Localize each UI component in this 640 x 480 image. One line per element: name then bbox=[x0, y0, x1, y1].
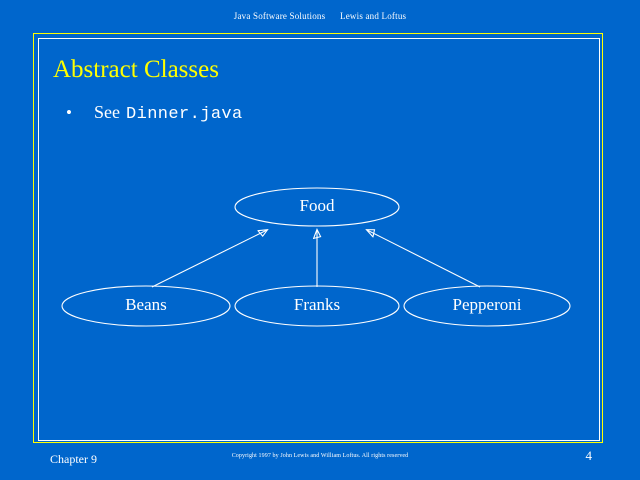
inner-frame-border bbox=[38, 38, 600, 441]
node-label-food: Food bbox=[299, 196, 335, 215]
node-label-beans: Beans bbox=[125, 295, 167, 314]
outer-frame-border bbox=[33, 33, 603, 443]
code-reference: Dinner.java bbox=[126, 105, 243, 124]
diagram-nodes bbox=[61, 187, 571, 327]
footer-chapter-label: Chapter 9 bbox=[50, 452, 97, 466]
node-food-ellipse bbox=[234, 187, 400, 227]
footer-copyright-notice: Copyright 1997 by John Lewis and William… bbox=[231, 453, 409, 459]
node-beans-ellipse bbox=[61, 285, 231, 327]
slide-header: Java Software Solutions Lewis and Loftus bbox=[233, 11, 407, 21]
edge-pepperoni-to-food bbox=[367, 230, 481, 288]
bullet-text: See bbox=[94, 102, 120, 122]
diagram-edges bbox=[151, 230, 481, 288]
node-label-franks: Franks bbox=[293, 295, 341, 314]
bullet-list-item: • See Dinner.java bbox=[66, 101, 243, 126]
edge-beans-to-food bbox=[151, 230, 267, 288]
node-franks-ellipse bbox=[234, 285, 400, 327]
footer-page-number: 4 bbox=[585, 448, 593, 463]
bullet-point-icon: • bbox=[66, 103, 72, 122]
node-label-pepperoni: Pepperoni bbox=[452, 295, 522, 314]
page-title: Abstract Classes bbox=[53, 56, 219, 83]
node-pepperoni-ellipse bbox=[403, 285, 571, 327]
